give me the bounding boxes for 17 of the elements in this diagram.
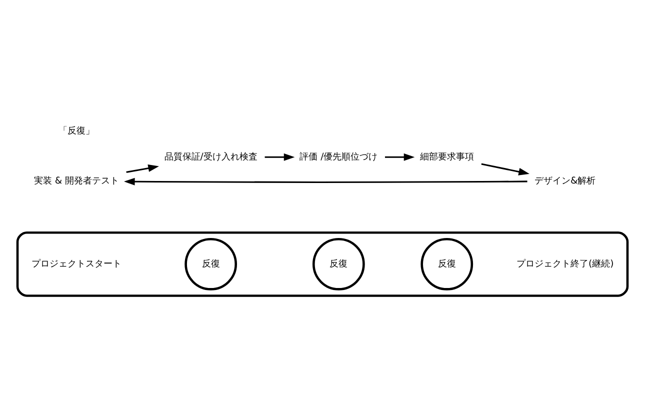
node-text: 評価 /優先順位づけ <box>300 151 378 162</box>
cluster <box>16 230 629 296</box>
node-text: 細部要求事項 <box>420 151 474 162</box>
node-text: デザイン&解析 <box>534 174 596 186</box>
arrow <box>126 164 159 172</box>
arrow <box>264 152 295 160</box>
arrow <box>124 177 528 185</box>
node-text: プロジェクト終了(継続) <box>516 258 614 270</box>
label: 「反復」 <box>58 124 94 136</box>
arrow <box>481 162 530 175</box>
node-text: プロジェクトスタート <box>31 258 122 270</box>
node-text: 品質保証/受け入れ検査 <box>164 151 258 162</box>
node-text: 実装 & 開発者テスト <box>34 174 119 186</box>
node-circle: 反復 <box>420 238 474 290</box>
arrow <box>385 152 415 160</box>
node-circle: 反復 <box>184 238 237 290</box>
node-circle: 反復 <box>312 238 365 290</box>
